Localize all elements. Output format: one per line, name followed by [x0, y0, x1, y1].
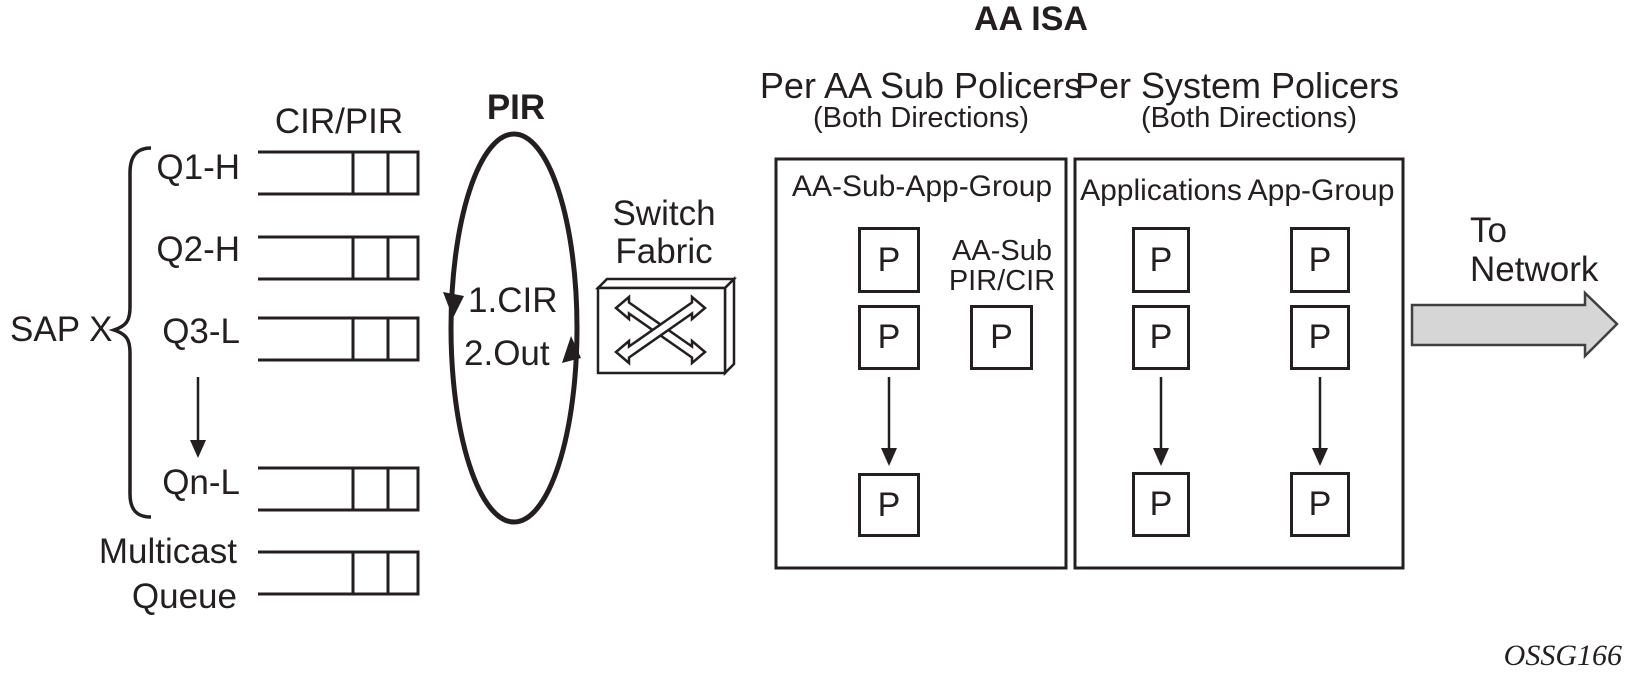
policer-box: P: [858, 227, 920, 293]
policer-box: P: [1132, 305, 1190, 370]
policer-box: P: [1290, 472, 1350, 537]
policer-box: P: [1290, 305, 1350, 370]
aa-sub-app-group-label: AA-Sub-App-Group: [791, 170, 1053, 203]
diagram-title: AA ISA: [974, 0, 1088, 38]
figure-id: OSSG166: [1503, 639, 1622, 672]
aa-sub-policers-title: Per AA Sub Policers: [759, 65, 1083, 106]
system-policers-box: [1073, 157, 1405, 570]
policer-letter: P: [1308, 318, 1332, 356]
queue-shape-qn: [258, 466, 420, 512]
policer-letter: P: [877, 240, 901, 279]
cir-pir-label: CIR/PIR: [274, 102, 404, 141]
policer-letter: P: [1149, 318, 1173, 356]
policer-letter: P: [877, 485, 901, 524]
pir-loop-down-arrowhead: [443, 292, 464, 318]
queue-label-qn: Qn-L: [162, 463, 240, 502]
policer-letter: P: [1149, 240, 1173, 279]
queue-label-q3: Q3-L: [162, 312, 240, 351]
policer-letter: P: [990, 318, 1013, 356]
policer-box: P: [858, 305, 920, 370]
system-policers-subtitle: (Both Directions): [1141, 102, 1357, 134]
scheduler-step-2: 2.Out: [464, 334, 550, 373]
aa-sub-group-flow-arrow: [881, 377, 897, 466]
pir-loop: [443, 131, 581, 525]
policer-letter: P: [877, 318, 901, 356]
policer-box: P: [1290, 227, 1350, 293]
aa-sub-policers-box: [774, 157, 1068, 570]
aa-sub-pir-cir-label: AA-Sub PIR/CIR: [948, 235, 1056, 297]
queue-label-q1: Q1-H: [156, 148, 240, 187]
policer-box: P: [1132, 472, 1190, 537]
policer-box: P: [858, 473, 920, 537]
policer-box-aa-sub-pir-cir: P: [970, 305, 1033, 370]
switch-fabric-icon: [594, 275, 738, 377]
system-policers-title: Per System Policers: [1074, 65, 1400, 106]
policer-letter: P: [1149, 485, 1173, 523]
policer-letter: P: [1308, 485, 1332, 523]
app-group-flow-arrow: [1312, 377, 1328, 466]
pir-label: PIR: [486, 88, 546, 127]
sap-label: SAP X: [10, 310, 113, 349]
app-group-column-label: App-Group: [1247, 174, 1395, 207]
applications-flow-arrow: [1153, 377, 1169, 466]
policer-letter: P: [1308, 240, 1332, 279]
pir-loop-up-arrowhead: [562, 336, 581, 363]
switch-cross-arrow-2: [614, 294, 707, 366]
queue-shape-q1: [258, 150, 420, 196]
queue-continuation-arrow: [190, 377, 206, 458]
queue-label-q2: Q2-H: [156, 230, 240, 269]
aa-sub-policers-subtitle: (Both Directions): [813, 102, 1029, 134]
to-network-label: To Network: [1470, 211, 1599, 289]
scheduler-step-1: 1.CIR: [468, 281, 558, 320]
queue-shape-q3: [258, 316, 420, 362]
queue-shape-q2: [258, 235, 420, 281]
policer-box: P: [1132, 227, 1190, 293]
switch-fabric-label: Switch Fabric: [612, 194, 716, 271]
sap-brace: [108, 146, 152, 519]
to-network-arrow: [1410, 290, 1619, 360]
applications-column-label: Applications: [1080, 174, 1242, 207]
multicast-queue-label: Multicast Queue: [98, 532, 237, 616]
queue-shape-multicast: [258, 550, 420, 596]
